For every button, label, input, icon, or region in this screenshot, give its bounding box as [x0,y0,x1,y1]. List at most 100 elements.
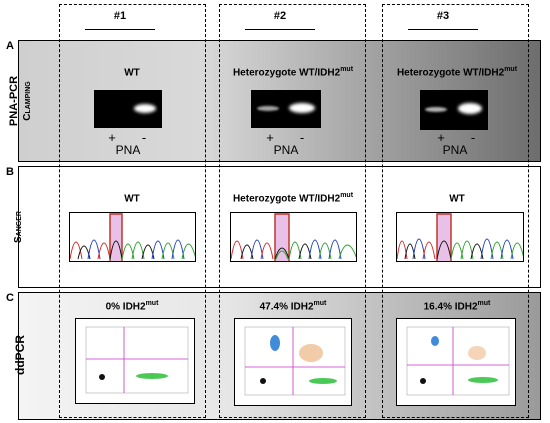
highlight-fill [110,213,122,261]
gel-band [289,103,315,113]
peak [260,242,274,260]
ddpcr-plot-2 [234,318,352,406]
row-label-sanger: Sanger [13,211,24,243]
peak [97,242,111,260]
chromatogram-1 [69,212,196,262]
gel-band [425,107,447,112]
pna-cell-3-title: Heterozygote WT/IDH2mut [384,66,530,78]
row-label-pna-pcr: PNA-PCR Clamping [8,56,38,146]
ddpcr-plot-1-canvas [85,326,189,394]
gel-3-pna-label: PNA [442,143,468,157]
pna-cell-1-title-text: WT [124,67,140,79]
gel-band [257,106,279,111]
ddpcr-cell-3-title-sup: mut [477,300,491,307]
pna-cell-3-title-sup: mut [504,66,518,73]
row-label-pna-pcr-line2: Clamping [22,81,33,121]
row-letter-c: C [6,292,14,304]
column-header-3: #3 [436,10,450,22]
plot-frame [244,326,346,396]
ddpcr-cell-1-title-text: 0% IDH2 [105,301,146,313]
pna-cell-2-title-sup: mut [340,66,354,73]
droplet-cluster-wt [468,377,498,383]
ddpcr-cell-2-title-sup: mut [313,300,327,307]
ddpcr-cell-1-title-sup: mut [145,300,159,307]
peak [70,241,83,260]
peak [275,250,289,260]
peak [436,240,452,260]
column-frame-1 [59,4,206,418]
column-header-1: #1 [113,10,127,22]
peak [274,247,290,260]
plot-frame [85,326,189,394]
chromatogram-2-traces [231,213,356,261]
sanger-cell-1-title-text: WT [124,193,140,205]
sanger-cell-2-title-sup: mut [340,192,354,199]
gel-image-1 [94,90,162,128]
gel-image-3 [420,90,488,130]
row-letter-a: A [6,40,14,52]
pna-cell-2-title: Heterozygote WT/IDH2mut [220,66,366,78]
highlight-box [274,213,290,261]
ddpcr-cell-3-title: 16.4% IDH2mut [384,300,530,312]
gel-3-plus-label: + [437,130,445,145]
droplet-cluster-negative [420,378,426,384]
highlight-fill [437,213,451,261]
column-header-2-underline [245,29,315,30]
droplet-cluster-negative [99,374,105,380]
row-label-ddpcr: ddPCR [13,335,27,375]
ddpcr-plot-3 [396,318,516,406]
pna-cell-1-title: WT [62,66,202,78]
chromatogram-3-traces [397,213,523,261]
highlight-box [109,213,123,261]
ddpcr-cell-1-title: 0% IDH2mut [62,300,202,312]
plot-frame [406,326,510,396]
pna-cell-2-title-text: Heterozygote WT/IDH2 [232,67,341,79]
column-header-3-underline [408,29,478,30]
ddpcr-cell-3-title-text: 16.4% IDH2 [423,301,478,313]
gel-2-pna-label: PNA [273,143,299,157]
highlight-box [436,213,452,261]
peak [422,241,436,260]
droplet-cluster-wt [136,373,168,379]
gel-band [134,104,156,113]
peak [328,239,342,260]
gel-image-2 [251,90,321,128]
gel-band [458,103,482,114]
droplet-cluster-double [299,344,323,362]
row-label-pna-pcr-line1: PNA-PCR [8,75,20,127]
gel-1-pna-label: PNA [115,143,141,157]
column-frame-2 [219,4,366,418]
gel-2-plus-label: + [266,130,274,145]
sanger-cell-2-title: Heterozygote WT/IDH2mut [220,192,366,204]
ddpcr-plot-3-canvas [406,326,510,396]
gel-1-minus-label: - [141,130,147,145]
gel-1-plus-label: + [108,130,116,145]
gel-3-minus-label: - [470,130,476,145]
ddpcr-plot-2-canvas [244,326,346,396]
highlight-fill [275,213,289,261]
column-header-1-underline [85,29,155,30]
chromatogram-3 [396,212,524,262]
column-header-2: #2 [273,10,287,22]
sanger-cell-3-title: WT [384,192,530,204]
droplet-cluster-negative [260,378,266,384]
gel-2-minus-label: - [299,130,305,145]
sanger-cell-1-title: WT [62,192,202,204]
droplet-cluster-mutant [431,336,439,346]
droplet-cluster-double [468,346,486,360]
column-frame-3 [382,4,529,418]
pna-cell-3-title-text: Heterozygote WT/IDH2 [396,67,505,79]
peak [510,242,523,260]
chromatogram-2 [230,212,357,262]
droplet-cluster-mutant [270,335,280,351]
peak [109,240,123,260]
peak [181,243,195,260]
sanger-cell-2-title-text: Heterozygote WT/IDH2 [232,193,341,205]
droplet-cluster-wt [309,378,337,384]
ddpcr-cell-2-title-text: 47.4% IDH2 [259,301,314,313]
sanger-cell-3-title-text: WT [449,193,465,205]
chromatogram-1-traces [70,213,195,261]
ddpcr-plot-1 [75,318,195,404]
ddpcr-cell-2-title: 47.4% IDH2mut [220,300,366,312]
row-letter-b: B [6,166,14,178]
